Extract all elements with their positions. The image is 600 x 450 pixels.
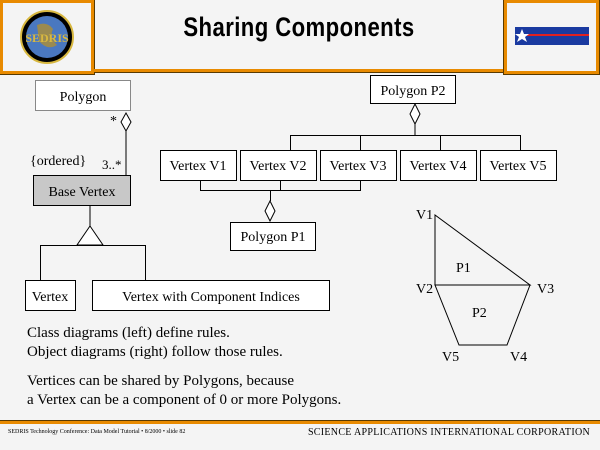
body-line: Object diagrams (right) follow those rul… (27, 344, 283, 360)
body-line: Vertices can be shared by Polygons, beca… (27, 373, 294, 389)
header-rule (94, 69, 503, 73)
vertex-v3-object: Vertex V3 (330, 159, 387, 174)
footer-left-text: SEDRIS Technology Conference: Data Model… (8, 429, 186, 435)
vertex-indices-class-label: Vertex with Component Indices (122, 290, 300, 305)
diagram-canvas: Polygon * {ordered} 3..* Base Vertex Ver… (25, 75, 557, 365)
base-vertex-class-box (33, 175, 131, 206)
p1-label: P1 (456, 261, 471, 276)
polygon-p1-shape (434, 214, 532, 286)
footer-right-text: SCIENCE APPLICATIONS INTERNATIONAL CORPO… (307, 427, 590, 438)
polygon-p2-object: Polygon P2 (381, 84, 446, 99)
multiplicity-label: * (110, 114, 117, 129)
vertex-v1-object: Vertex V1 (170, 159, 227, 174)
page-title: Sharing Components (183, 12, 415, 42)
footer-rule (0, 420, 600, 424)
polygon-p2-shape (434, 284, 531, 346)
aggregation-diamond-icon (120, 111, 132, 133)
vertex-v4-object: Vertex V4 (410, 159, 467, 174)
svg-text:SEDRIS: SEDRIS (25, 31, 69, 45)
v3-label: V3 (537, 282, 554, 297)
ordered-constraint: {ordered} (30, 154, 86, 169)
v5-label: V5 (442, 350, 459, 365)
polygon-p1-object: Polygon P1 (241, 230, 306, 245)
body-line: Class diagrams (left) define rules. (27, 325, 230, 341)
aggregation-diamond-icon (264, 199, 276, 223)
sharing-text: Vertices can be shared by Polygons, beca… (27, 372, 341, 410)
aggregation-diamond-icon (409, 102, 421, 126)
sedris-logo: SEDRIS (0, 0, 95, 75)
dmso-logo (503, 0, 600, 75)
polygon-class-label: Polygon (60, 90, 107, 105)
polygon-class-box (35, 80, 131, 111)
vertex-v2-object: Vertex V2 (250, 159, 307, 174)
base-vertex-class-label: Base Vertex (49, 185, 116, 200)
multiplicity-range-label: 3..* (102, 157, 122, 172)
vertex-v5-object: Vertex V5 (490, 159, 547, 174)
rules-text: Class diagrams (left) define rules. Obje… (27, 324, 283, 362)
body-line: a Vertex can be a component of 0 or more… (27, 392, 342, 408)
v1-label: V1 (416, 208, 433, 223)
v4-label: V4 (510, 350, 527, 365)
inheritance-triangle-icon (76, 225, 104, 246)
v2-label: V2 (416, 282, 433, 297)
vertex-class-label: Vertex (32, 290, 69, 305)
p2-label: P2 (472, 306, 487, 321)
